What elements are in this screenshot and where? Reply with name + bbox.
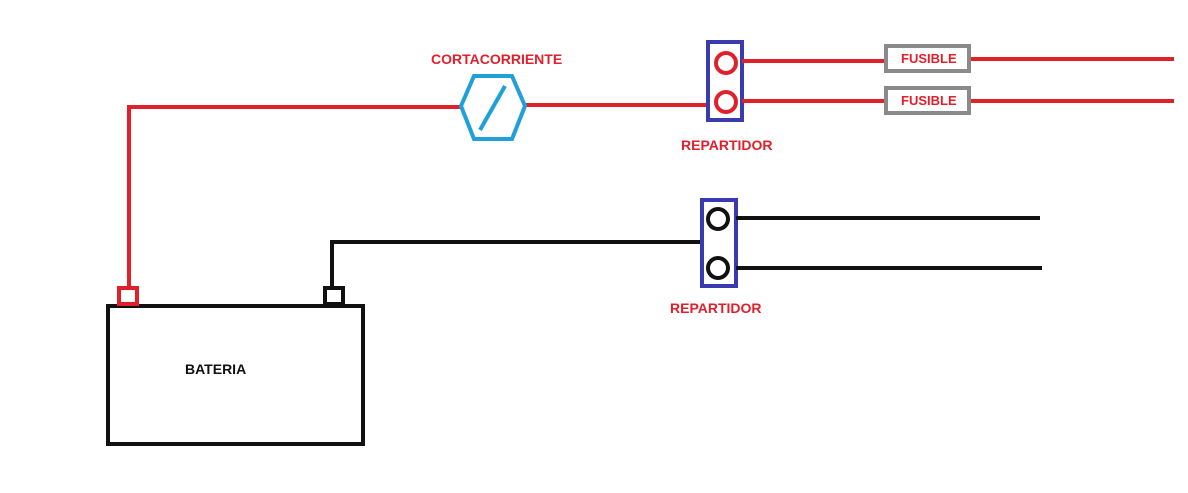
distributor-positive-terminal-1 xyxy=(714,51,738,75)
fuse-2-label: FUSIBLE xyxy=(901,93,957,108)
positive-wire-battery-to-breaker xyxy=(127,105,462,288)
fuse-2: FUSIBLE xyxy=(884,86,971,115)
distributor-negative-terminal-1 xyxy=(706,207,730,231)
battery: BATERIA xyxy=(106,286,365,446)
fuse-1-label: FUSIBLE xyxy=(901,51,957,66)
distributor-negative xyxy=(700,198,738,288)
distributor-negative-terminal-2 xyxy=(706,256,730,280)
negative-wire-battery-to-distributor xyxy=(330,240,702,288)
distributor-positive xyxy=(706,40,744,122)
battery-label: BATERIA xyxy=(185,361,246,377)
distributor-positive-terminal-2 xyxy=(714,90,738,114)
battery-positive-terminal xyxy=(117,286,139,306)
battery-negative-terminal xyxy=(323,286,345,306)
distributor-bottom-label: REPARTIDOR xyxy=(670,300,762,316)
distributor-top-label: REPARTIDOR xyxy=(681,137,773,153)
breaker-label: CORTACORRIENTE xyxy=(431,51,562,67)
fuse-1: FUSIBLE xyxy=(884,44,971,73)
breaker-icon xyxy=(458,74,528,141)
